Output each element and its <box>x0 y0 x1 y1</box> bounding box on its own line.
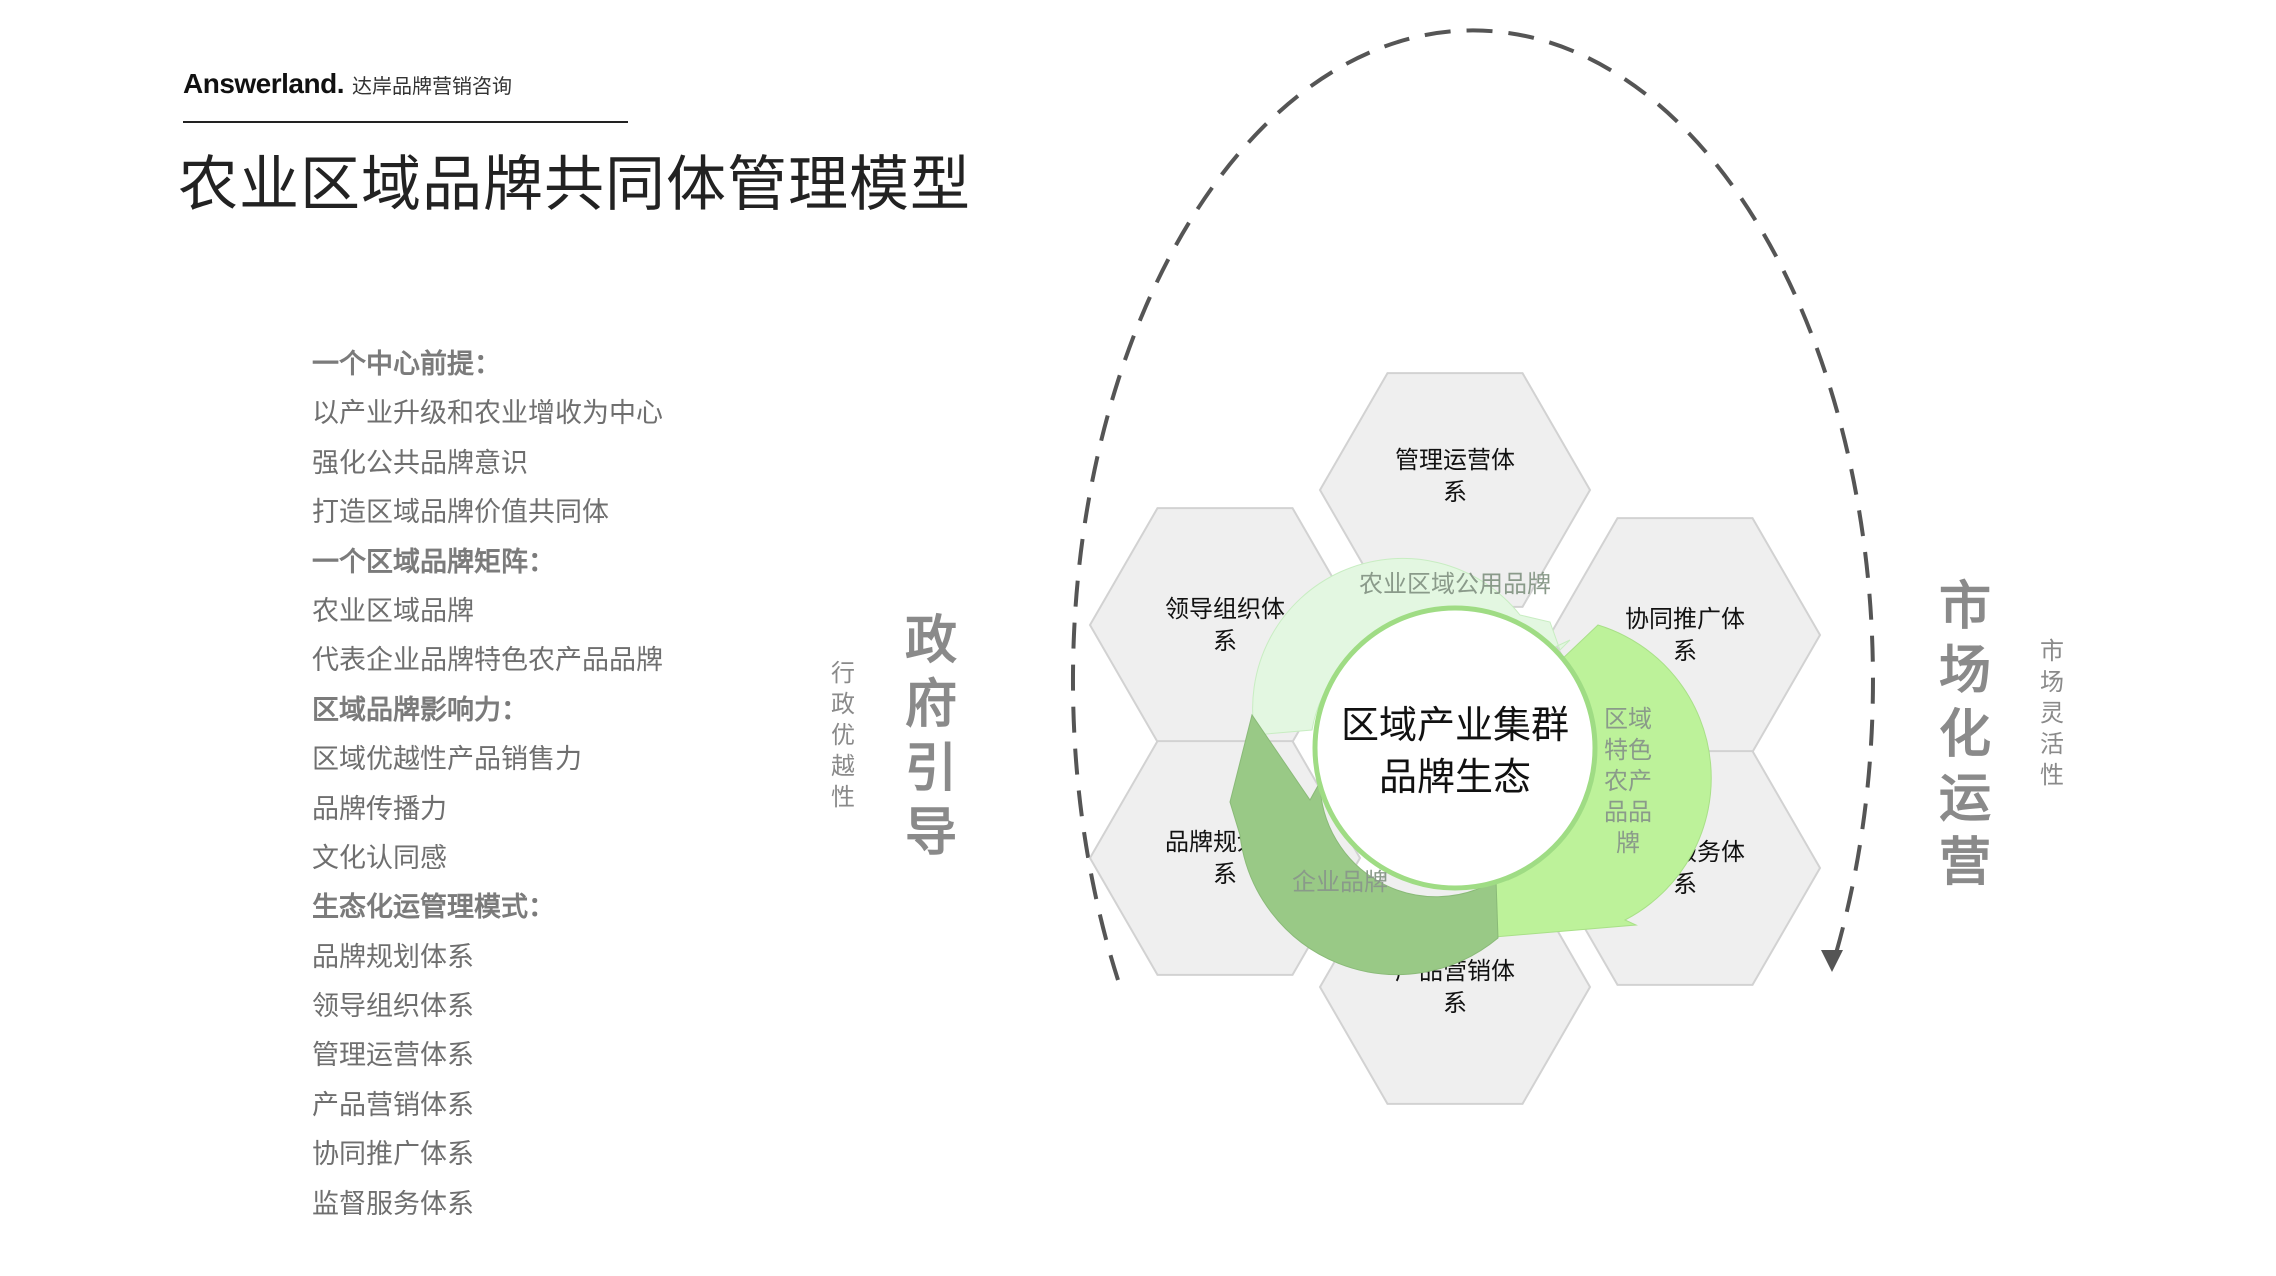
outline-item: 强化公共品牌意识 <box>312 447 528 479</box>
outline-item: 管理运营体系 <box>312 1040 474 1072</box>
outline-item: 产品营销体系 <box>312 1089 474 1121</box>
left-main-char: 府 <box>905 675 957 735</box>
left-sub-char: 行 <box>831 659 855 687</box>
brand-name-cn: 达岸品牌营销咨询 <box>351 74 512 98</box>
right-main-char: 化 <box>1939 705 1991 765</box>
right-sub-char: 性 <box>2040 761 2064 789</box>
outline-item: 打造区域品牌价值共同体 <box>312 497 609 529</box>
right-sub-char: 活 <box>2040 730 2064 758</box>
center-title-line2: 品牌生态 <box>1379 755 1531 799</box>
center-title-line1: 区域产业集群 <box>1341 703 1569 747</box>
right-main-char: 市 <box>1939 577 1991 637</box>
outline-item: 区域优越性产品销售力 <box>312 744 582 776</box>
left-sub-char: 性 <box>831 783 855 811</box>
hexagon-upper-right-label: 系 <box>1673 637 1697 665</box>
outline-heading: 区域品牌影响力： <box>312 694 528 726</box>
right-label-char: 品品 <box>1604 798 1652 826</box>
arrow-label-left: 企业品牌 <box>1292 868 1388 896</box>
outline-heading: 一个区域品牌矩阵： <box>312 546 555 578</box>
page-title: 农业区域品牌共同体管理模型 <box>178 150 971 220</box>
right-main-char: 营 <box>1939 833 1991 893</box>
dashed-orbit-arrowhead <box>1821 950 1843 972</box>
outline-item: 领导组织体系 <box>312 991 474 1023</box>
right-label-char: 牌 <box>1616 829 1640 857</box>
hexagon-top-label: 管理运营体 <box>1395 446 1515 474</box>
arrow-enterprise-brand <box>1229 713 1499 976</box>
outline-item: 品牌规划体系 <box>312 941 474 973</box>
left-sub-char: 优 <box>831 721 855 749</box>
left-sub-char: 政 <box>831 690 855 718</box>
right-sub-char: 场 <box>2040 668 2064 696</box>
right-sub-char: 灵 <box>2040 699 2064 727</box>
outline-heading: 生态化运管理模式： <box>312 892 555 924</box>
right-label-char: 区域 <box>1604 705 1652 733</box>
hexagon-top-label: 系 <box>1443 478 1467 506</box>
right-main-char: 运 <box>1939 769 1991 829</box>
brand-logo: Answerland. 达岸品牌营销咨询 <box>183 68 512 100</box>
outline-item: 农业区域品牌 <box>312 595 474 627</box>
outline-item: 监督服务体系 <box>312 1188 474 1220</box>
outline-item: 协同推广体系 <box>312 1139 474 1171</box>
arrow-label-top: 农业区域公用品牌 <box>1359 570 1551 598</box>
header-divider <box>183 121 628 123</box>
hexagon-bottom-label: 系 <box>1443 989 1467 1017</box>
left-main-char: 引 <box>905 739 957 799</box>
outline-item: 以产业升级和农业增收为中心 <box>312 398 663 430</box>
hexagon-upper-right-label: 协同推广体 <box>1625 605 1745 633</box>
hexagon-upper-left-label: 领导组织体 <box>1165 595 1285 623</box>
hexagon-lower-left-label: 系 <box>1213 860 1237 888</box>
outline-item: 品牌传播力 <box>312 793 447 825</box>
center-circle <box>1312 605 1598 891</box>
hexagon-upper-left-label: 系 <box>1213 627 1237 655</box>
right-main-char: 场 <box>1939 641 1991 701</box>
hexagon-top <box>1318 372 1592 608</box>
right-label-char: 特色 <box>1604 736 1652 764</box>
brand-name-en: Answerland. <box>183 68 344 99</box>
dashed-orbit-arrow <box>1071 28 1875 981</box>
outline-item: 代表企业品牌特色农产品品牌 <box>312 645 663 677</box>
outline-list: 一个中心前提： 以产业升级和农业增收为中心强化公共品牌意识打造区域品牌价值共同体一… <box>312 340 772 1229</box>
outline-item: 文化认同感 <box>312 842 447 874</box>
right-label-char: 农产 <box>1604 767 1652 795</box>
right-sub-char: 市 <box>2040 637 2064 665</box>
left-main-char: 政 <box>905 611 957 671</box>
outline-heading: 一个中心前提： <box>312 349 501 380</box>
left-sub-char: 越 <box>831 752 855 780</box>
left-main-char: 导 <box>905 803 957 863</box>
